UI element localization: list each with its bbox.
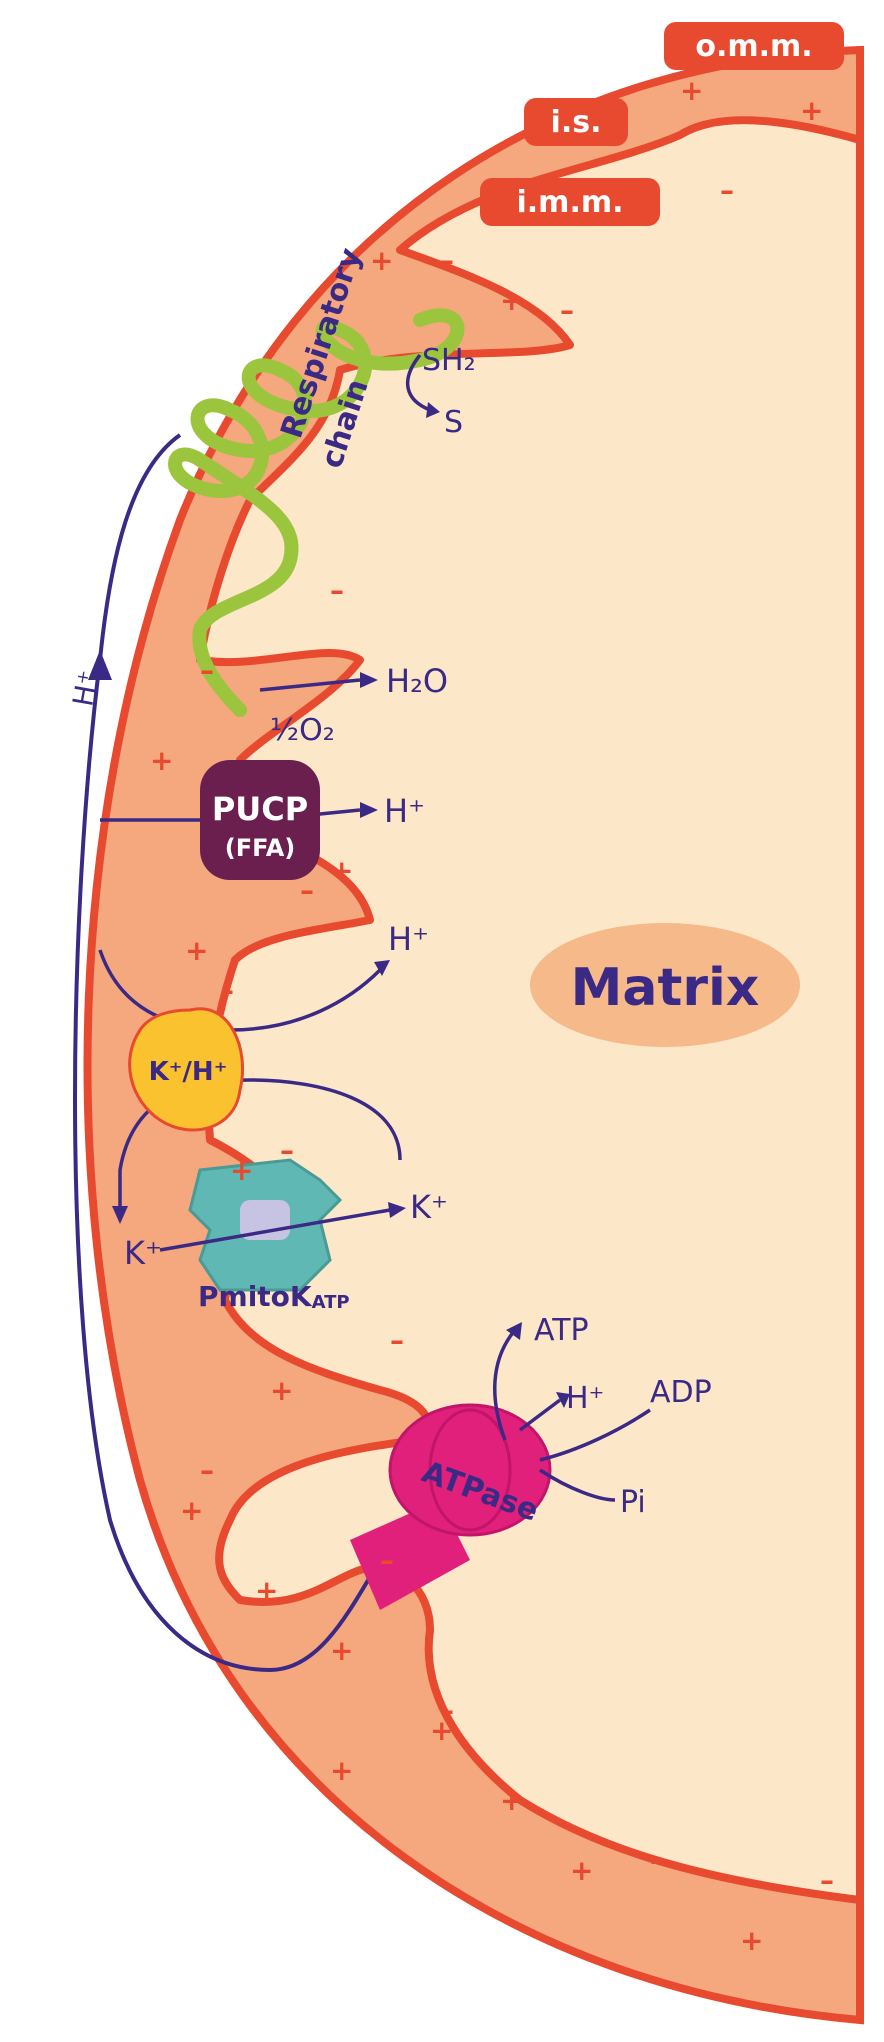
kh-h-plus-label: H⁺	[388, 920, 429, 958]
plus-charge: +	[230, 1154, 253, 1187]
pucp-label: PUCP	[212, 790, 308, 828]
minus-charge: –	[200, 654, 214, 687]
sh2-to-s-arrow	[405, 353, 431, 412]
pmitok-arrowhead	[388, 1202, 406, 1218]
minus-charge: –	[650, 1844, 664, 1877]
pucp-sub-label: (FFA)	[225, 834, 296, 862]
atpase-h-plus-arrow	[518, 1398, 562, 1432]
plus-charge: +	[330, 1634, 353, 1667]
atp-label: ATP	[534, 1313, 589, 1348]
half-o2-label: ½O₂	[270, 713, 335, 748]
pucp-protein	[200, 760, 320, 880]
minus-charge: –	[720, 174, 734, 207]
minus-charge: –	[440, 244, 454, 277]
charge-markers: + + + + + + + + + + + + + + + + + – – – …	[150, 74, 834, 1957]
minus-charge: –	[280, 1134, 294, 1167]
minus-charge: –	[560, 294, 574, 327]
kh-k-plus-arrowhead	[112, 1206, 128, 1224]
sh2-to-s-arrowhead	[426, 402, 440, 418]
plus-charge: +	[185, 934, 208, 967]
respiratory-chain-coil	[168, 308, 465, 717]
h2o-label: H₂O	[386, 662, 448, 700]
o2-to-h2o-arrow	[259, 678, 361, 692]
minus-charge: –	[440, 1694, 454, 1727]
atpase-h-plus-label: H⁺	[566, 1381, 604, 1416]
plus-charge: +	[270, 1374, 293, 1407]
s-label: S	[444, 405, 463, 440]
plus-charge: +	[740, 1924, 763, 1957]
plus-charge: +	[800, 94, 823, 127]
imm-label: i.m.m.	[517, 185, 624, 220]
kh-k-plus-arrow	[118, 1078, 402, 1210]
atpase-head	[388, 1403, 552, 1537]
proton-return-arrow	[73, 433, 382, 1673]
atpase-h-plus-arrowhead	[556, 1392, 570, 1408]
minus-charge: –	[200, 1454, 214, 1487]
omm-label-badge: o.m.m.	[664, 22, 844, 70]
h-plus-return-label: H⁺	[66, 668, 105, 709]
k-plus-left-label: K⁺	[124, 1234, 162, 1272]
plus-charge: +	[430, 1714, 453, 1747]
atp-arrow	[493, 1328, 517, 1441]
pmitok-k-plus-arrow	[159, 1208, 391, 1252]
kh-h-plus-arrowhead	[374, 960, 390, 976]
plus-charge: +	[150, 744, 173, 777]
plus-charge: +	[180, 1494, 203, 1527]
minus-charge: –	[330, 574, 344, 607]
minus-charge: –	[390, 1324, 404, 1357]
plus-charge: +	[500, 1784, 523, 1817]
o2-to-h2o-arrowhead	[360, 672, 378, 688]
atpase-head-detail	[428, 1408, 512, 1532]
minus-charge: –	[220, 974, 234, 1007]
omm-label: o.m.m.	[695, 29, 812, 64]
plus-charge: +	[500, 284, 523, 317]
pi-line	[539, 1468, 616, 1502]
plus-charge: +	[330, 1754, 353, 1787]
adp-label: ADP	[650, 1375, 712, 1410]
kh-exchanger	[128, 1007, 245, 1132]
pucp-arrowhead	[360, 802, 378, 818]
k-plus-right-label: K⁺	[410, 1188, 448, 1226]
inner-membrane	[196, 116, 864, 1904]
matrix-label: Matrix	[571, 958, 760, 1018]
plus-charge: +	[330, 854, 353, 887]
minus-charge: –	[820, 1864, 834, 1897]
minus-charge: –	[300, 874, 314, 907]
atp-arrowhead	[506, 1322, 522, 1340]
is-label-badge: i.s.	[524, 98, 628, 146]
sh2-label: SH₂	[422, 343, 476, 378]
pi-label: Pi	[620, 1485, 646, 1520]
pucp-h-plus-label: H⁺	[384, 792, 425, 830]
h-plus-return-arrowhead	[88, 650, 112, 680]
pmitok-label: PmitoKATP	[198, 1280, 350, 1313]
plus-charge: +	[370, 244, 393, 277]
imm-label-badge: i.m.m.	[480, 178, 660, 226]
plus-charge: +	[680, 74, 703, 107]
matrix-badge	[530, 923, 800, 1047]
is-label: i.s.	[551, 105, 602, 140]
plus-charge: +	[255, 1574, 278, 1607]
adp-line	[539, 1408, 651, 1462]
kh-label: K⁺/H⁺	[149, 1057, 228, 1087]
plus-charge: +	[570, 1854, 593, 1887]
minus-charge: –	[380, 1544, 394, 1577]
